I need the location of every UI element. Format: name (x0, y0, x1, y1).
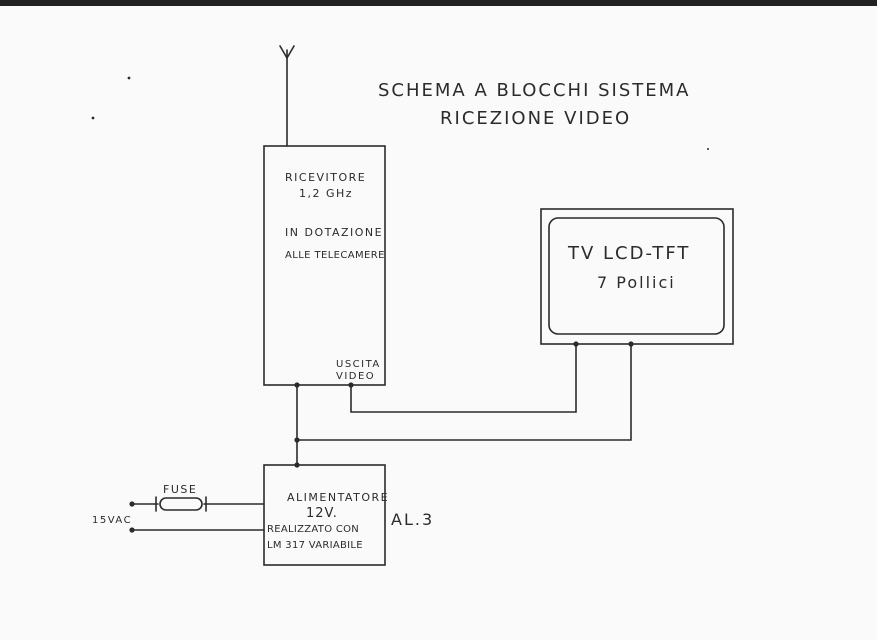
terminal-dot (129, 501, 135, 507)
junction-dot (573, 341, 579, 347)
receiver-label-line1: RICEVITORE (285, 171, 367, 184)
tv-screen (548, 217, 725, 335)
scan-speck (707, 148, 709, 150)
receiver-label-line2: 1,2 GHz (299, 187, 354, 200)
power-supply-label-line2: 12V. (306, 506, 338, 521)
power-supply-label-line4: LM 317 VARIABILE (267, 540, 363, 551)
junction-dot (294, 437, 300, 443)
input-voltage-label: 15VAC (92, 515, 133, 526)
receiver-label-line3: IN DOTAZIONE (285, 226, 384, 239)
scan-top-border (0, 0, 877, 6)
terminal-dot (129, 527, 135, 533)
receiver-output-label-line2: VIDEO (336, 371, 376, 382)
receiver-block (263, 145, 386, 386)
junction-dot (294, 462, 300, 468)
junction-dot (348, 382, 354, 388)
junction-dot (294, 382, 300, 388)
power-supply-label-line1: ALIMENTATORE (287, 491, 390, 504)
diagram-title-line1: SCHEMA A BLOCCHI SISTEMA (378, 80, 691, 101)
tv-label-line1: TV LCD-TFT (568, 243, 691, 264)
fuse-label: FUSE (163, 483, 198, 496)
power-supply-reference: AL.3 (391, 510, 435, 529)
antenna-icon (279, 45, 295, 147)
power-supply-block (263, 464, 386, 566)
junction-dot (628, 341, 634, 347)
scan-speck (91, 116, 95, 120)
power-wire-tv (296, 343, 632, 441)
diagram-title-line2: RICEZIONE VIDEO (440, 108, 632, 129)
video-wire (350, 343, 577, 413)
scan-speck (127, 76, 131, 80)
fuse-icon (155, 496, 207, 512)
tv-block (540, 208, 734, 345)
receiver-label-line4: ALLE TELECAMERE (285, 250, 385, 261)
power-supply-label-line3: REALIZZATO CON (267, 524, 360, 535)
receiver-output-label-line1: USCITA (336, 359, 381, 370)
tv-label-line2: 7 Pollici (597, 273, 676, 292)
